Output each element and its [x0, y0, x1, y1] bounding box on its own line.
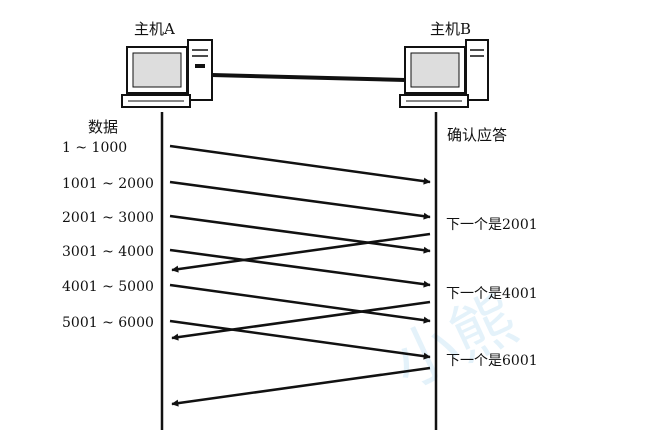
segment-label: 1 ~ 1000 [62, 140, 127, 156]
data-arrow [169, 319, 431, 360]
ack-arrow [171, 232, 431, 273]
host-a-label: 主机A [134, 20, 175, 38]
segment-label: 4001 ~ 5000 [62, 279, 154, 295]
data-arrow [169, 214, 431, 254]
network-cable [211, 73, 406, 82]
ack-arrow [171, 300, 431, 341]
host-a-computer-icon [121, 39, 213, 108]
host-b-label: 主机B [430, 20, 471, 38]
segment-label: 3001 ~ 4000 [62, 244, 154, 260]
ack-label: 下一个是4001 [446, 286, 538, 302]
data-arrow [169, 248, 431, 288]
ack-column-header: 确认应答 [447, 126, 507, 144]
segment-label: 2001 ~ 3000 [62, 210, 154, 226]
segment-label: 1001 ~ 2000 [62, 176, 154, 192]
data-arrow [169, 180, 431, 220]
ack-arrow [171, 366, 431, 407]
ack-label: 下一个是6001 [446, 353, 538, 369]
data-column-header: 数据 [88, 118, 118, 136]
host-b-computer-icon [399, 39, 489, 108]
ack-label: 下一个是2001 [446, 217, 538, 233]
segment-label: 5001 ~ 6000 [62, 315, 154, 331]
data-arrow [169, 144, 431, 185]
data-arrow [169, 283, 431, 324]
